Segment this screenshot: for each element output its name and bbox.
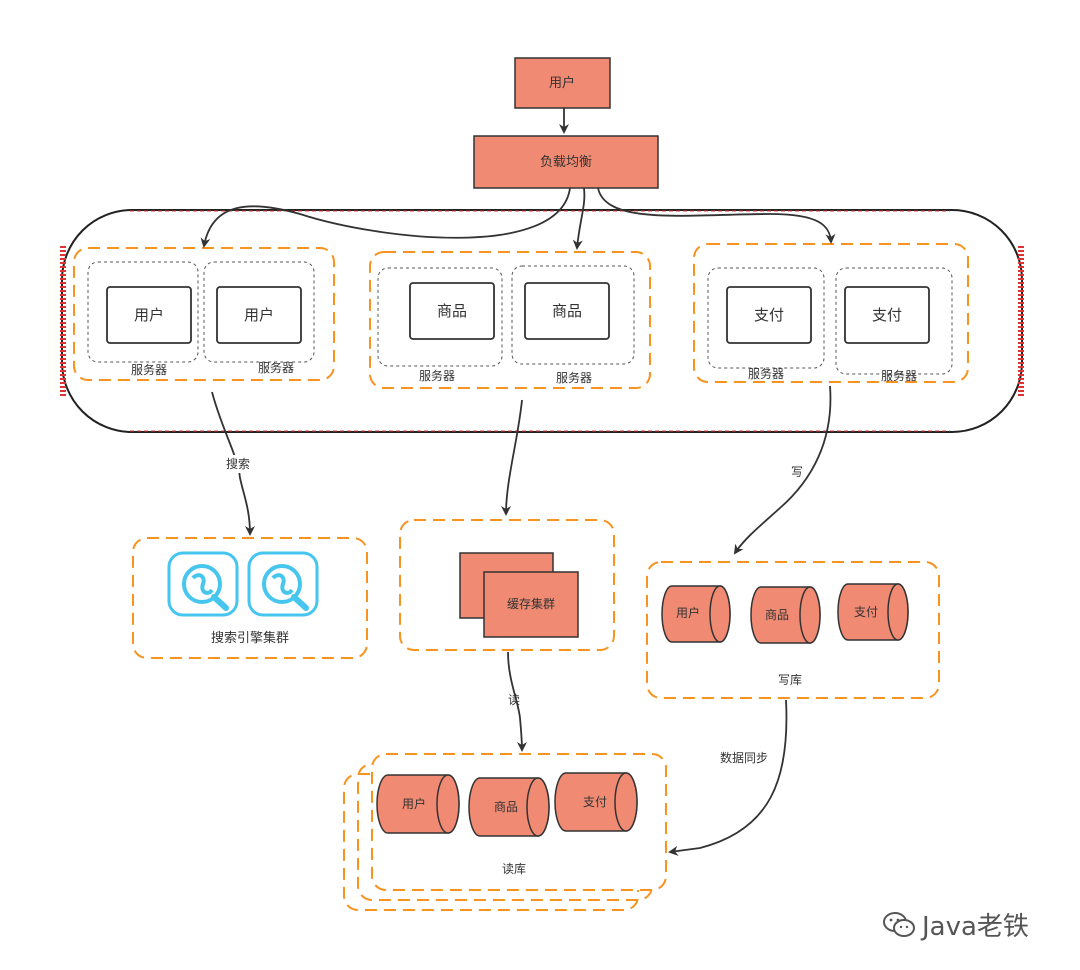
svg-text:商品: 商品 — [494, 799, 518, 814]
arrow-write — [733, 385, 832, 555]
search-engine-icon — [247, 551, 319, 617]
arrow-search — [211, 391, 255, 536]
search-engine-icon — [167, 551, 239, 617]
svg-text:用户: 用户 — [402, 796, 426, 811]
write-db-cluster: 用户 商品 支付 写库 — [646, 561, 940, 699]
read-db-product-cylinder: 商品 — [468, 777, 550, 837]
watermark-text: Java老铁 — [922, 912, 1029, 942]
user-server-2-caption: 服务器 — [258, 360, 294, 375]
search-engine-cluster: 搜索引擎集群 — [132, 537, 368, 659]
read-db-user-cylinder: 用户 — [376, 774, 460, 834]
wechat-icon — [883, 911, 915, 937]
payment-server-2-caption: 服务器 — [881, 368, 917, 383]
product-server-group: 商品 商品 服务器 服务器 — [369, 251, 651, 389]
svg-text:支付: 支付 — [854, 605, 878, 619]
search-label-bg — [222, 455, 254, 473]
read-db-payment-cylinder: 支付 — [554, 772, 638, 832]
read-edge-label: 读 — [508, 693, 520, 707]
load-balancer-node: 负载均衡 — [473, 135, 659, 189]
read-db-label: 读库 — [502, 861, 526, 876]
payment-server-1-label: 支付 — [754, 306, 784, 324]
svg-text:支付: 支付 — [583, 795, 607, 809]
product-server-1-label: 商品 — [437, 302, 467, 320]
cache-cluster: 缓存集群 — [399, 519, 615, 651]
product-server-2-caption: 服务器 — [556, 370, 592, 385]
server-cluster-container — [61, 209, 1023, 433]
read-db-cluster: 用户 商品 支付 读库 — [343, 753, 667, 911]
write-db-product-cylinder: 商品 — [750, 586, 821, 644]
arrow-lb-to-payment-servers — [597, 187, 836, 244]
write-edge-label: 写 — [791, 465, 803, 479]
svg-text:商品: 商品 — [765, 607, 789, 622]
payment-server-group: 支付 支付 服务器 服务器 — [693, 243, 969, 383]
sync-label-bg — [712, 749, 776, 767]
payment-server-2-label: 支付 — [872, 306, 902, 324]
arrow-read — [507, 651, 527, 752]
product-server-1-caption: 服务器 — [419, 368, 455, 383]
write-db-payment-cylinder: 支付 — [837, 583, 909, 641]
user-server-1-caption: 服务器 — [131, 362, 167, 377]
write-db-label: 写库 — [778, 672, 802, 687]
cache-cluster-label: 缓存集群 — [507, 596, 555, 611]
user-server-1-label: 用户 — [134, 306, 164, 324]
arrow-product-to-cache — [501, 399, 523, 516]
search-cluster-label: 搜索引擎集群 — [211, 630, 289, 646]
user-node: 用户 — [514, 57, 611, 109]
user-node-label: 用户 — [549, 75, 575, 91]
search-edge-label: 搜索 — [226, 456, 250, 471]
sync-edge-label: 数据同步 — [720, 750, 768, 765]
payment-server-1-caption: 服务器 — [748, 366, 784, 381]
user-server-2-label: 用户 — [244, 306, 274, 324]
svg-text:用户: 用户 — [676, 605, 700, 620]
user-server-group: 用户 用户 服务器 服务器 — [73, 247, 335, 381]
write-db-user-cylinder: 用户 — [661, 585, 731, 643]
arrow-lb-to-product-servers — [572, 187, 586, 250]
arrow-data-sync — [668, 699, 788, 856]
watermark: Java老铁 — [882, 906, 1029, 943]
product-server-2-label: 商品 — [552, 302, 582, 320]
arrow-lb-to-user-servers — [200, 187, 571, 248]
load-balancer-label: 负载均衡 — [540, 155, 592, 170]
